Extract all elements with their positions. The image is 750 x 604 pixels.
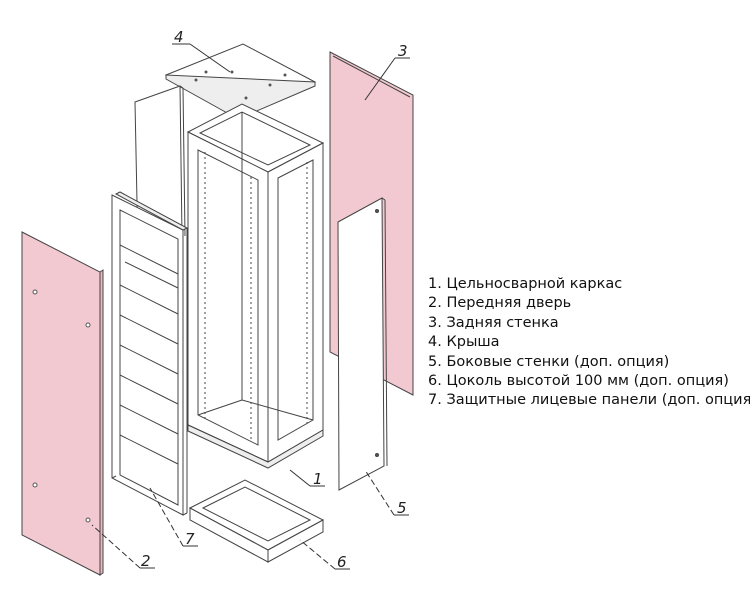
legend-item-highlighted: 5. Боковые стенки (доп. опция) xyxy=(422,350,750,373)
parts-legend: 1. Цельносварной каркас 2. Передняя двер… xyxy=(422,275,750,411)
legend-number: 5. xyxy=(428,353,442,370)
legend-item: 3. Задняя стенка xyxy=(428,314,750,333)
legend-number: 7. xyxy=(428,392,442,409)
legend-text: Боковые стенки (доп. опция) xyxy=(446,353,670,370)
legend-number: 3. xyxy=(428,314,442,331)
legend-number: 4. xyxy=(428,334,442,351)
legend-text: Крыша xyxy=(446,334,500,351)
callout-1: 1 xyxy=(313,470,323,488)
callout-2: 2 xyxy=(141,552,151,570)
front-protective-panels xyxy=(111,191,189,516)
legend-number: 2. xyxy=(428,295,442,312)
callout-5: 5 xyxy=(397,499,407,517)
callout-7: 7 xyxy=(185,530,195,548)
legend-item: 4. Крыша xyxy=(428,333,750,352)
front-door-panel xyxy=(21,231,101,576)
welded-frame xyxy=(186,103,325,469)
legend-text: Передняя дверь xyxy=(446,295,572,312)
plinth xyxy=(188,479,325,563)
legend-item: 6. Цоколь высотой 100 мм (доп. опция) xyxy=(428,372,750,391)
legend-text: Задняя стенка xyxy=(446,314,559,331)
legend-number: 1. xyxy=(428,276,442,292)
legend-number: 6. xyxy=(428,373,442,390)
legend-text: Цоколь высотой 100 мм (доп. опция) xyxy=(446,373,729,390)
legend-item: 2. Передняя дверь xyxy=(428,294,750,313)
legend-text: Защитные лицевые панели (доп. опция) xyxy=(446,392,750,409)
legend-item: 7. Защитные лицевые панели (доп. опция) xyxy=(428,391,750,410)
legend-text: Цельносварной каркас xyxy=(446,276,623,292)
callout-3: 3 xyxy=(398,42,408,60)
legend-item: 1. Цельносварной каркас xyxy=(428,275,750,294)
side-wall-panel xyxy=(337,197,385,491)
callout-6: 6 xyxy=(337,553,347,571)
callout-4: 4 xyxy=(174,28,184,46)
